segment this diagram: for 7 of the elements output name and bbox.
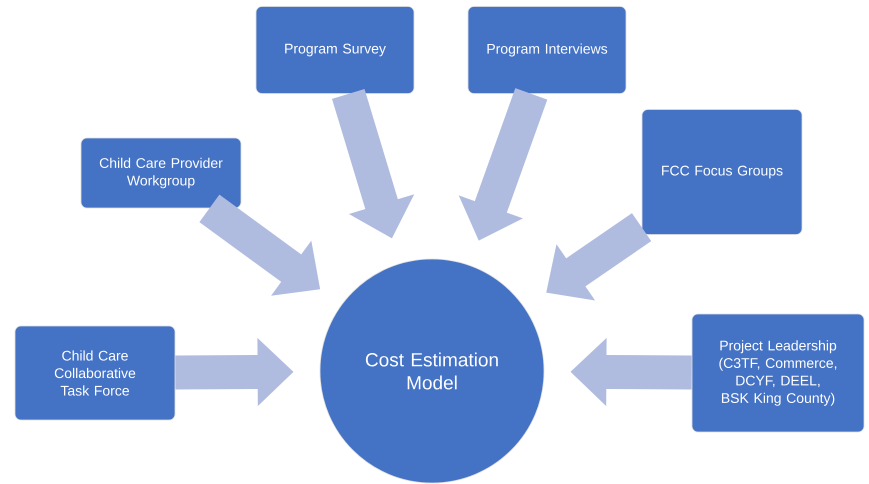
process-box: Program Survey (256, 6, 414, 94)
circle-node: Cost Estimation Model (320, 258, 544, 484)
process-box: Child Care Provider Workgroup (80, 138, 242, 208)
process-box: Program Interviews (468, 6, 626, 94)
process-box: FCC Focus Groups (642, 109, 802, 235)
process-box: Child Care Collaborative Task Force (14, 326, 176, 420)
process-box: Project Leadership (C3TF, Commerce, DCYF, DEEL, BSK King County) (692, 314, 864, 432)
